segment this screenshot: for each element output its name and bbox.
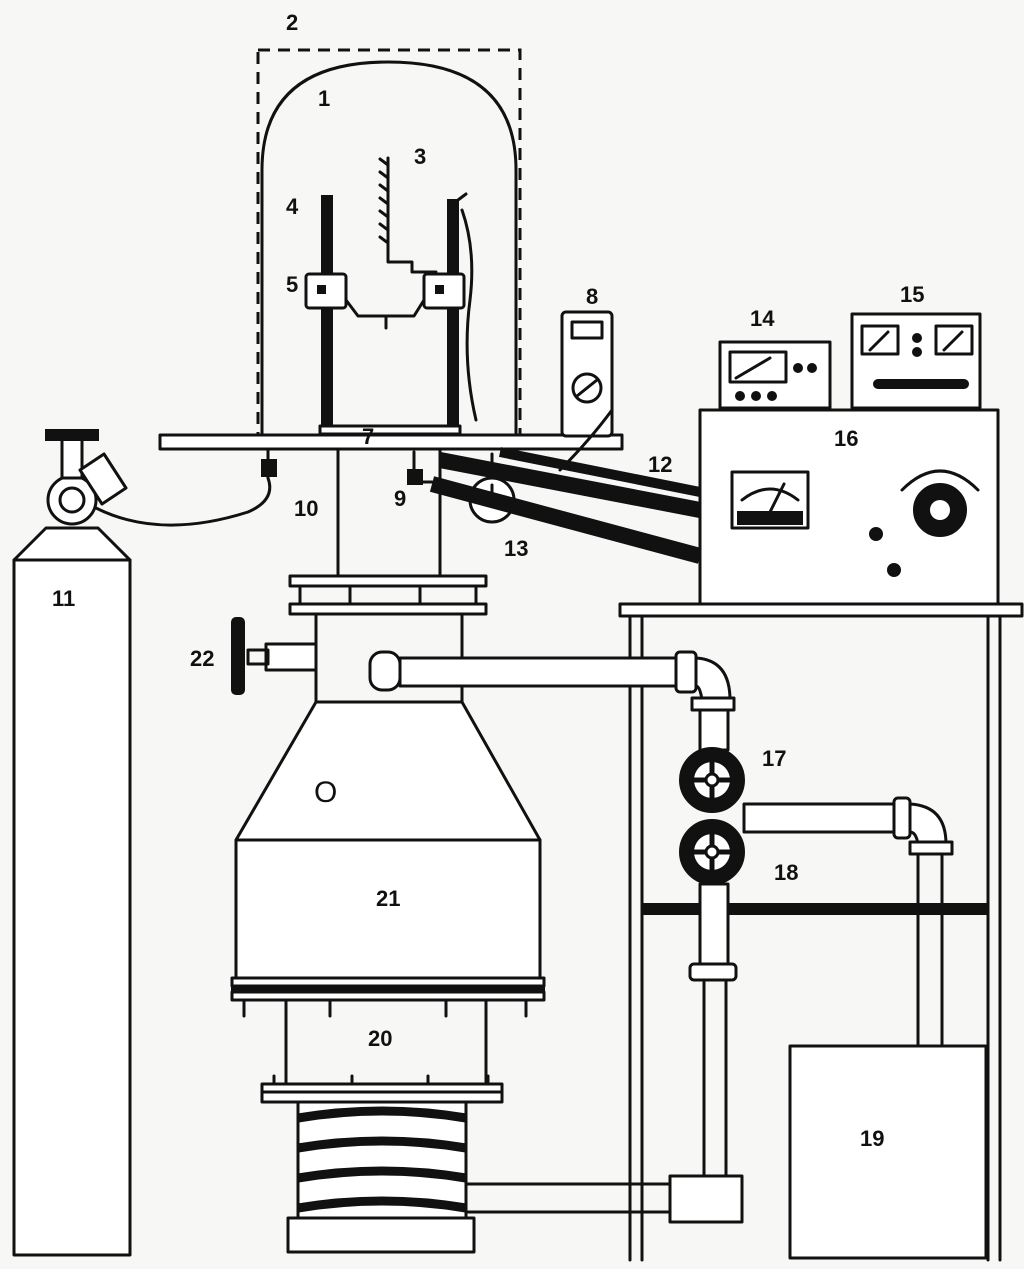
valve-18 [679,819,745,885]
label-valve-lower: 18 [774,860,798,885]
label-heater-coil: 3 [414,144,426,169]
electrode-post-left [321,195,333,432]
label-rotary-pump: 19 [860,1126,884,1151]
label-control-box: 15 [900,282,924,307]
cable-lower [429,476,703,564]
diffusion-pump-21 [230,700,546,1018]
base-plate-7 [318,424,462,436]
base-plate [158,433,624,451]
foreline-pipe [368,650,736,752]
heater-coil [378,156,438,274]
meter-unit-14 [718,340,832,410]
equipment-table [618,602,1024,1262]
label-cables: 12 [648,452,672,477]
sample-boat [344,298,426,318]
power-supply-16 [698,408,1000,606]
electrode-post-right [447,199,459,432]
label-column: 10 [294,496,318,521]
label-diffusion-pump: 21 [376,886,400,911]
label-meter-unit: 14 [750,306,775,331]
pump-heater [286,1100,672,1254]
label-valve-small: 9 [394,486,406,511]
label-gauge: 8 [586,284,598,309]
bypass-pipe [742,796,954,1048]
valve-17 [679,747,745,813]
vertical-pipe [668,882,744,1224]
column-10 [336,448,442,576]
electrode-lead [460,208,478,422]
cable-upper [438,452,702,518]
upper-flange [288,574,488,616]
dashed-enclosure [256,48,522,437]
label-valve-upper: 17 [762,746,786,771]
label-power-supply: 16 [834,426,858,451]
rotary-pump-19 [788,1044,988,1260]
bellows-section-20 [260,998,504,1104]
label-electrode-post: 4 [286,194,299,219]
gas-cylinder [12,429,272,1257]
label-clamp: 5 [286,272,298,297]
valve-9 [407,469,423,485]
label-bellows-section: 20 [368,1026,392,1051]
gauge-8 [558,310,614,472]
control-box-15 [850,312,982,410]
label-base-plate: 7 [362,424,374,449]
handwheel-valve-22 [231,617,318,695]
label-gas-cylinder: 11 [52,586,75,611]
label-handwheel-valve: 22 [190,646,214,671]
label-enclosure: 2 [286,10,298,35]
pump-port-mark: O [314,776,337,809]
bell-jar-dome [260,60,518,437]
label-pressure-gauge: 13 [504,536,528,561]
label-dome: 1 [318,86,330,111]
